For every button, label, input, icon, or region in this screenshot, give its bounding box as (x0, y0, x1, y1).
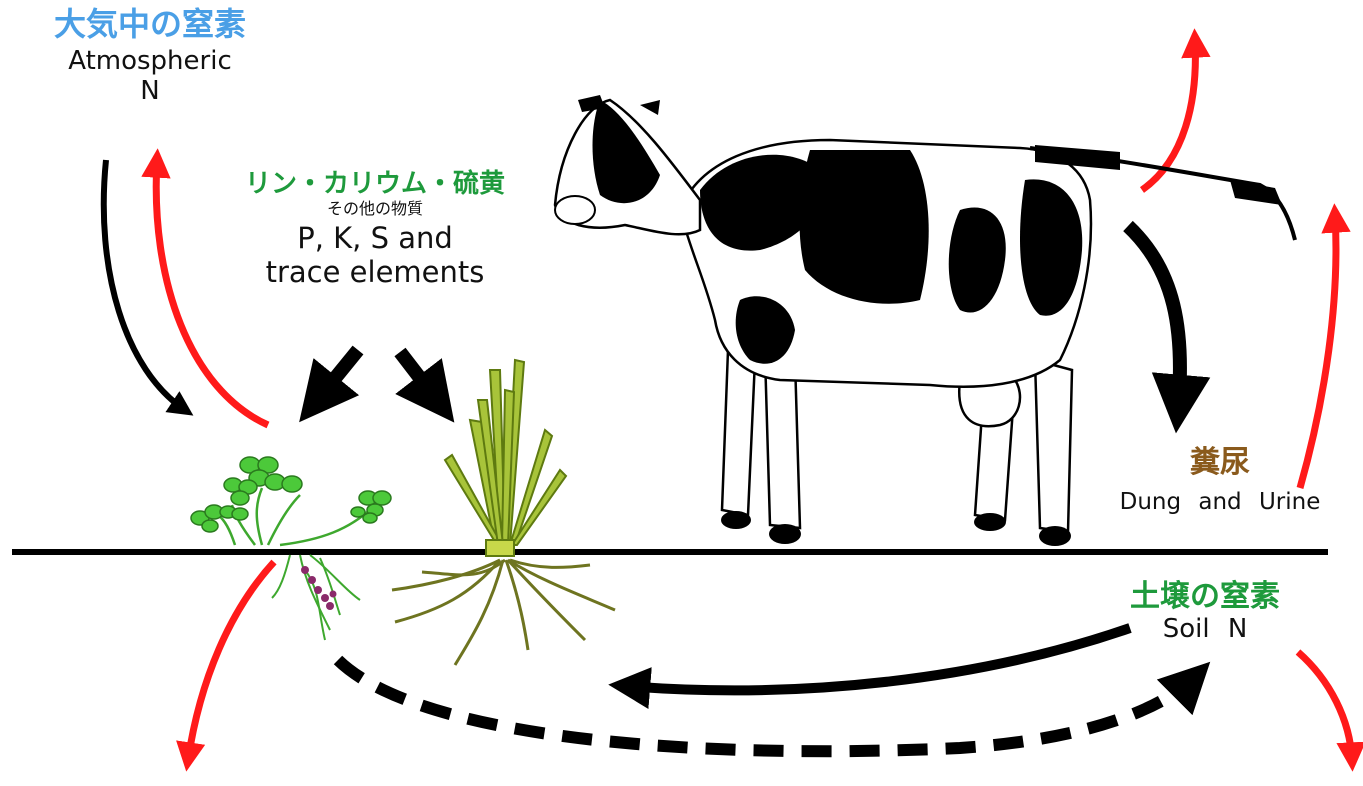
soil-cycle-dashed-arrow (338, 660, 1196, 751)
atmospheric-en-line1: Atmospheric (25, 47, 275, 77)
clover-leaching-arrow (188, 562, 274, 760)
dung-arrow (1128, 226, 1180, 410)
soil-label: 土壌の窒素 Soil N (1105, 580, 1305, 644)
soil-en: Soil N (1105, 615, 1305, 645)
dung-jp: 糞尿 (1095, 446, 1345, 481)
mineral-to-grass-arrow (400, 352, 440, 404)
dung-label: 糞尿 Dung and Urine (1095, 446, 1345, 515)
clover-plant (191, 457, 391, 640)
dung-en: Dung and Urine (1095, 489, 1345, 515)
soil-to-plant-arrow (625, 628, 1130, 690)
mineral-to-clover-arrow (314, 350, 358, 404)
minerals-en-line2: trace elements (225, 256, 525, 289)
minerals-en-line1: P, K, S and (225, 222, 525, 255)
minerals-label: リン・カリウム・硫黄 その他の物質 P, K, S and trace elem… (225, 170, 525, 289)
atmospheric-jp: 大気中の窒素 (25, 6, 275, 43)
atmospheric-label: 大気中の窒素 Atmospheric N (25, 6, 275, 107)
atmospheric-en-line2: N (25, 77, 275, 107)
soil-leaching-arrow (1298, 652, 1352, 760)
atmospheric-fixation-arrow (104, 160, 185, 410)
minerals-jp: リン・カリウム・硫黄 (225, 170, 525, 200)
grass-plant (392, 360, 615, 665)
minerals-jp-sub: その他の物質 (225, 200, 525, 218)
soil-jp: 土壌の窒素 (1105, 580, 1305, 615)
